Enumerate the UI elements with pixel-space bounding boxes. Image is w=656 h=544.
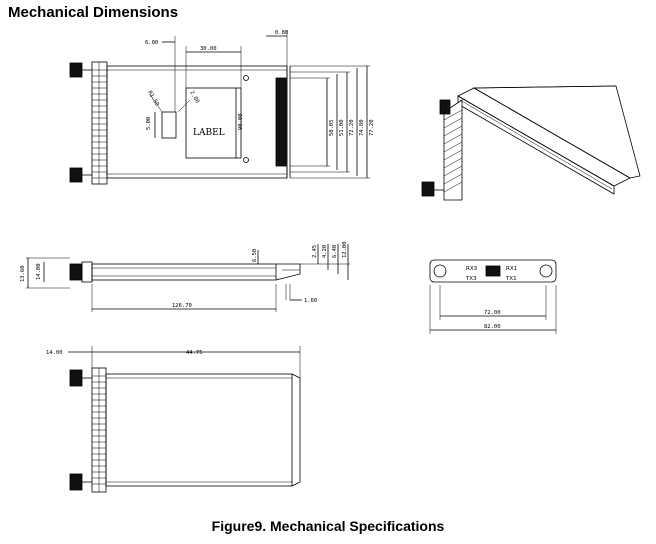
side-view: 13.60 14.00 6.50 2.45 4.20 6.40 12.00 1.… [20, 241, 350, 312]
thumbscrew-bottom [69, 167, 83, 183]
bottom-thumbscrew-top [69, 369, 83, 387]
port-label-tx3: TX3 [465, 276, 477, 282]
page-title: Mechanical Dimensions [8, 4, 179, 21]
connector-slot [275, 77, 287, 167]
port-label-tx1: TX1 [505, 276, 517, 282]
label-text: LABEL [193, 128, 225, 138]
top-view: LABEL 6.00 30.00 0.80 R1.50 2.00 5.00 [69, 30, 375, 185]
dim-label: 6.00 [145, 40, 158, 46]
end-view: RX3 RX1 TX3 TX1 72.00 82.00 [429, 259, 557, 334]
port-label-rx3: RX3 [466, 266, 478, 272]
thumbscrew-top [69, 62, 83, 78]
dim-label: 6.50 [252, 249, 258, 262]
dim-label: 51.00 [339, 119, 345, 136]
dim-label: 72.20 [349, 119, 355, 136]
dim-label: 82.00 [484, 324, 501, 330]
dim-label: 30.00 [200, 46, 217, 52]
dim-label: 12.00 [342, 241, 348, 258]
dim-label: 14.00 [46, 350, 63, 356]
bottom-view: 14.00 44.75 [46, 346, 301, 493]
dim-label: 44.75 [186, 350, 203, 356]
dim-label: 1.60 [304, 298, 317, 304]
side-thumbscrew [69, 263, 83, 281]
dim-label: 72.00 [484, 310, 501, 316]
bottom-thumbscrew-bottom [69, 473, 83, 491]
dim-label: 0.80 [275, 30, 288, 36]
dim-label: 6.40 [332, 245, 338, 258]
dim-label: 126.70 [172, 303, 192, 309]
dim-label: 77.20 [369, 119, 375, 136]
iso-thumbscrew-top [439, 99, 451, 115]
iso-thumbscrew-bottom [421, 181, 435, 197]
isometric-view [421, 85, 641, 201]
port-label-rx1: RX1 [506, 266, 517, 272]
figure-caption: Figure9. Mechanical Specifications [211, 518, 445, 534]
dim-label: 14.00 [36, 263, 42, 280]
dim-label: 2.45 [312, 245, 318, 258]
dim-label: 2.00 [188, 90, 200, 104]
front-flange [91, 61, 108, 185]
connector-port [485, 265, 501, 277]
dim-label: 5.00 [146, 117, 152, 130]
dim-label: 13.60 [20, 265, 26, 282]
dim-label: R1.50 [146, 90, 159, 107]
dim-label: 4.20 [322, 245, 328, 258]
dim-label: 50.05 [329, 119, 335, 136]
dim-label: 74.80 [359, 119, 365, 136]
dim-label: 90.00 [238, 113, 244, 130]
label-area [185, 87, 242, 159]
